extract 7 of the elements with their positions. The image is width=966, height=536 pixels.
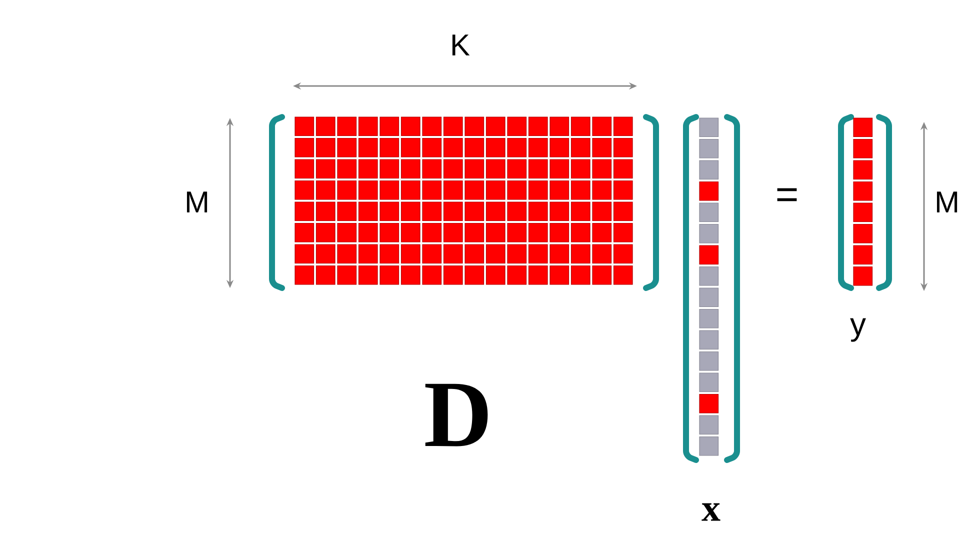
dimension-label: M xyxy=(936,192,958,212)
equals-sign: = xyxy=(777,188,797,202)
vector-symbol: x xyxy=(702,503,720,521)
dimension-label: M xyxy=(186,192,208,212)
vector-symbol: y xyxy=(850,318,866,342)
dimension-label: K xyxy=(452,34,470,56)
matrix-symbol: D xyxy=(425,384,488,446)
